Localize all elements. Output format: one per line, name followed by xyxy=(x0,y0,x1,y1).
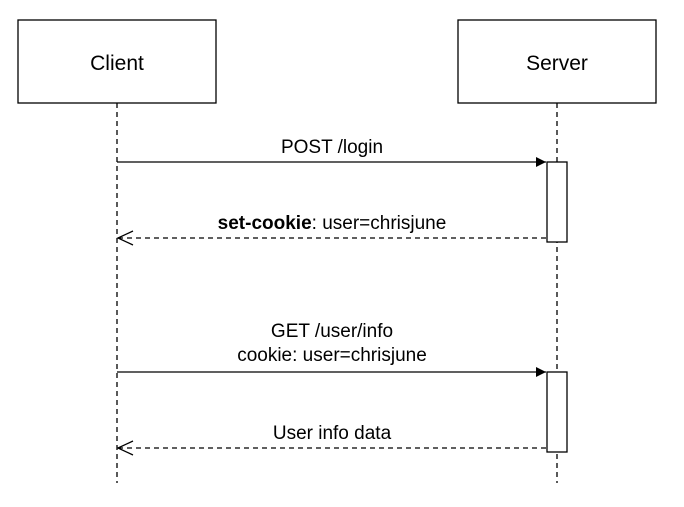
info-request-label-line1: GET /user/info xyxy=(271,321,393,342)
open-arrowhead xyxy=(116,440,134,456)
login-request-label: POST /login xyxy=(281,137,383,158)
message-info-response: User info data xyxy=(116,423,546,456)
participant-server: Server xyxy=(457,19,657,104)
client-label: Client xyxy=(90,52,144,75)
open-arrowhead xyxy=(116,230,134,246)
server-label: Server xyxy=(526,52,588,75)
message-info-request: GET /user/info cookie: user=chrisjune xyxy=(117,321,546,377)
set-cookie-value-label: : user=chrisjune xyxy=(312,213,447,234)
info-response-label: User info data xyxy=(273,423,392,444)
info-request-label-line2: cookie: user=chrisjune xyxy=(237,345,427,366)
server-activation-bar xyxy=(546,371,568,453)
set-cookie-header-label: set-cookie xyxy=(218,213,312,234)
login-response-label: set-cookie: user=chrisjune xyxy=(218,213,447,234)
server-activation-bar xyxy=(546,161,568,243)
server-box xyxy=(457,19,657,104)
participant-client: Client xyxy=(17,19,217,104)
message-login-request: POST /login xyxy=(117,137,546,167)
client-box xyxy=(17,19,217,104)
message-login-response: set-cookie: user=chrisjune xyxy=(116,213,546,246)
